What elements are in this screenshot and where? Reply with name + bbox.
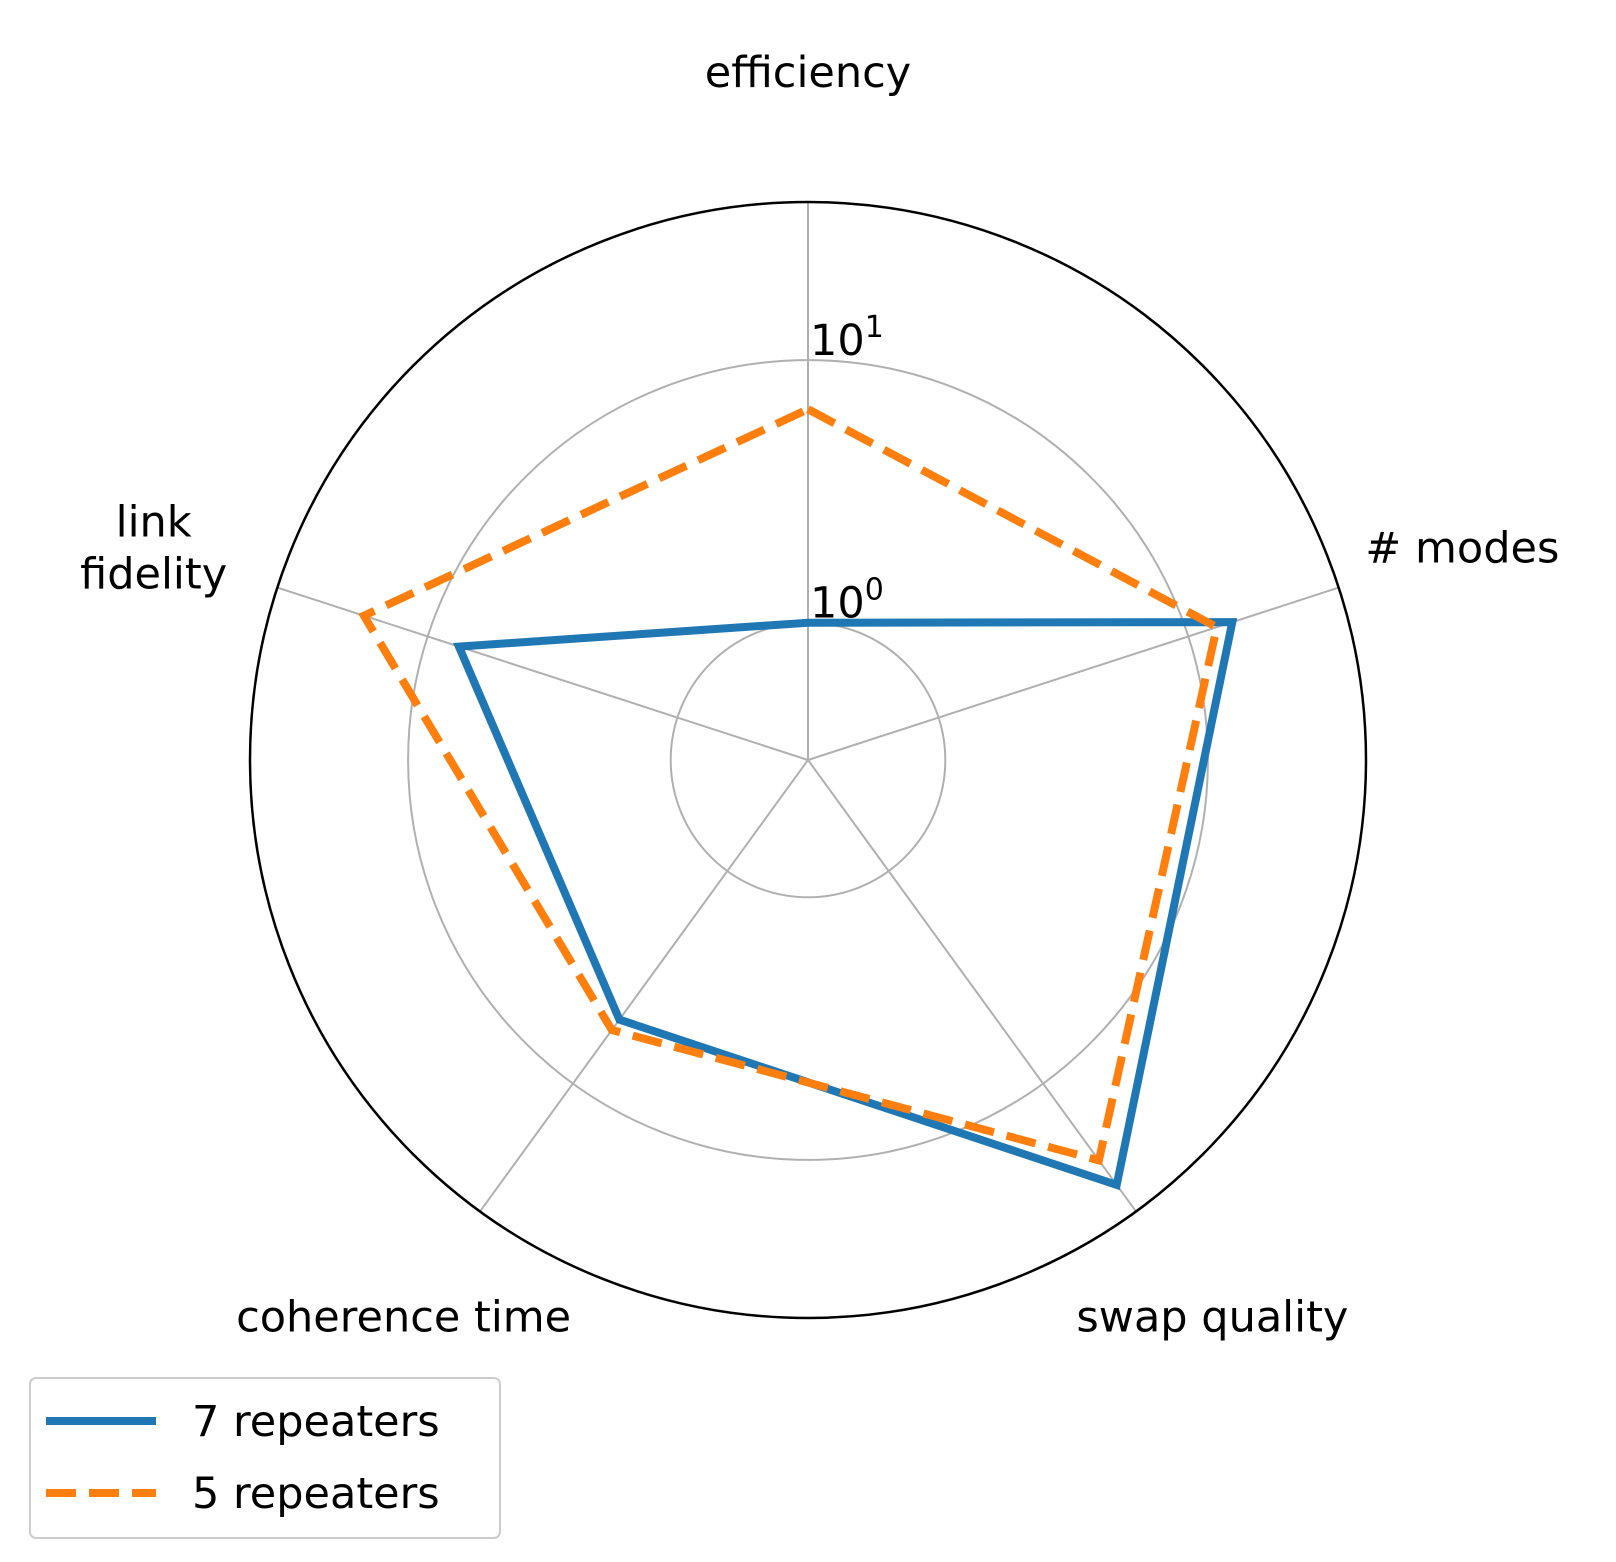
axis-labels: efficiency # modes swap quality coherence t… bbox=[80, 48, 1559, 1343]
axis-label-2: swap quality bbox=[1076, 1293, 1348, 1343]
grid-spoke-3 bbox=[479, 759, 809, 1213]
radial-tick-label-1: 101 bbox=[810, 310, 884, 366]
polar-frame bbox=[248, 200, 1368, 1320]
legend: 7 repeaters 5 repeaters bbox=[29, 1377, 501, 1539]
axis-label-1: # modes bbox=[1365, 523, 1559, 573]
grid-spoke-4 bbox=[277, 586, 809, 761]
grid-spoke-2 bbox=[807, 759, 1137, 1213]
grid-spoke-1 bbox=[807, 586, 1339, 761]
radial-grid bbox=[248, 200, 1368, 1320]
radial-tick-labels: 100 101 bbox=[810, 310, 884, 629]
series-lines bbox=[358, 404, 1238, 1191]
series-line-7-repeaters bbox=[452, 618, 1238, 1191]
axis-label-3: coherence time bbox=[236, 1293, 571, 1343]
axis-label-0: efficiency bbox=[705, 48, 911, 98]
legend-label-5-repeaters: 5 repeaters bbox=[192, 1469, 440, 1519]
legend-label-7-repeaters: 7 repeaters bbox=[192, 1397, 440, 1447]
radial-tick-label-0: 100 bbox=[810, 573, 884, 629]
series-line-5-repeaters bbox=[358, 404, 1222, 1166]
